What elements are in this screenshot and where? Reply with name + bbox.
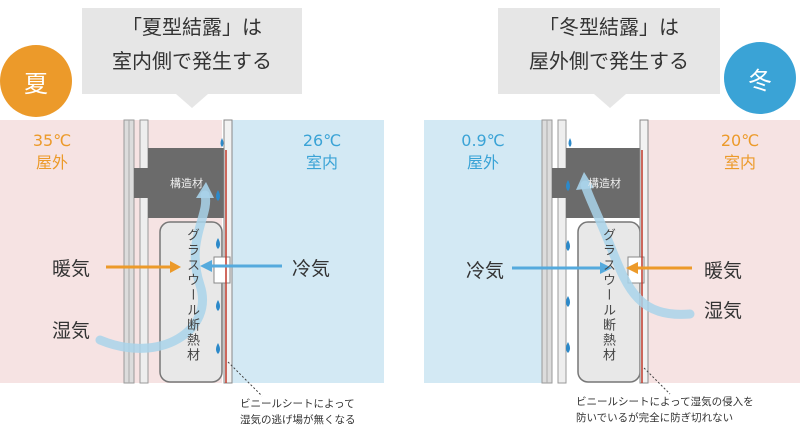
- winter-callout-line1: 「冬型結露」は: [539, 15, 679, 39]
- winter-callout-pointer: [594, 94, 626, 108]
- winter-outdoor-temp-value: 0.9℃: [461, 131, 505, 150]
- winter-indoor-area: [640, 120, 800, 383]
- winter-callout-line2: 屋外側で発生する: [529, 49, 689, 73]
- winter-humid-label: 湿気: [704, 300, 743, 322]
- summer-sheathing: [139, 119, 149, 384]
- summer-humid-label: 湿気: [52, 320, 91, 342]
- summer-note-line1: ビニールシートによって: [240, 398, 355, 410]
- winter-callout: 「冬型結露」は 屋外側で発生する: [498, 8, 720, 94]
- winter-note-line1: ビニールシートによって湿気の侵入を: [576, 396, 754, 408]
- summer-callout-line1: 「夏型結露」は: [122, 15, 262, 39]
- summer-outdoor-temp-value: 35℃: [32, 131, 72, 150]
- summer-indoor-area: [232, 120, 384, 383]
- winter-insulation-label: グラスウール断熱材: [600, 228, 615, 363]
- summer-droplets: [216, 138, 224, 354]
- summer-insulation-label: グラスウール断熱材: [184, 228, 199, 363]
- summer-indoor-temp-value: 26℃: [302, 131, 342, 150]
- winter-note: ビニールシートによって湿気の侵入を 防いでいるが完全に防ぎ切れない: [576, 394, 798, 426]
- winter-structure: [566, 148, 642, 218]
- winter-humid-flow: [580, 180, 695, 319]
- summer-outdoor-temp: 35℃ 屋外: [22, 130, 82, 174]
- winter-interior-board: [639, 119, 649, 384]
- summer-badge: 夏: [0, 45, 72, 117]
- winter-indoor-temp-value: 20℃: [720, 131, 760, 150]
- winter-sheathing: [557, 119, 567, 384]
- summer-warm-label: 暖気: [52, 258, 91, 280]
- summer-note-line2: 湿気の逃げ場が無くなる: [240, 414, 356, 426]
- summer-interior-board: [223, 119, 233, 384]
- winter-indoor-label: 室内: [723, 153, 756, 172]
- summer-indoor-label: 室内: [305, 153, 338, 172]
- summer-note: ビニールシートによって 湿気の逃げ場が無くなる: [240, 396, 400, 428]
- summer-humid-flow: [95, 190, 211, 353]
- winter-note-line2: 防いでいるが完全に防ぎ切れない: [576, 412, 734, 424]
- winter-cold-label: 冷気: [466, 260, 505, 282]
- summer-callout: 「夏型結露」は 室内側で発生する: [82, 8, 302, 94]
- winter-warm-label: 暖気: [704, 260, 743, 282]
- summer-callout-line2: 室内側で発生する: [112, 49, 272, 73]
- winter-indoor-temp: 20℃ 室内: [710, 130, 770, 174]
- winter-badge: 冬: [724, 42, 796, 114]
- winter-outdoor-label: 屋外: [466, 153, 499, 172]
- winter-outdoor-temp: 0.9℃ 屋外: [448, 130, 518, 174]
- winter-droplets: [566, 138, 572, 353]
- summer-structure-label: 構造材: [170, 177, 203, 190]
- summer-cold-label: 冷気: [292, 258, 331, 280]
- summer-outdoor-label: 屋外: [35, 153, 68, 172]
- summer-callout-pointer: [176, 94, 208, 108]
- winter-outdoor-area: [424, 120, 542, 383]
- summer-indoor-temp: 26℃ 室内: [292, 130, 352, 174]
- summer-structure: [148, 148, 224, 218]
- winter-structure-label: 構造材: [588, 177, 621, 190]
